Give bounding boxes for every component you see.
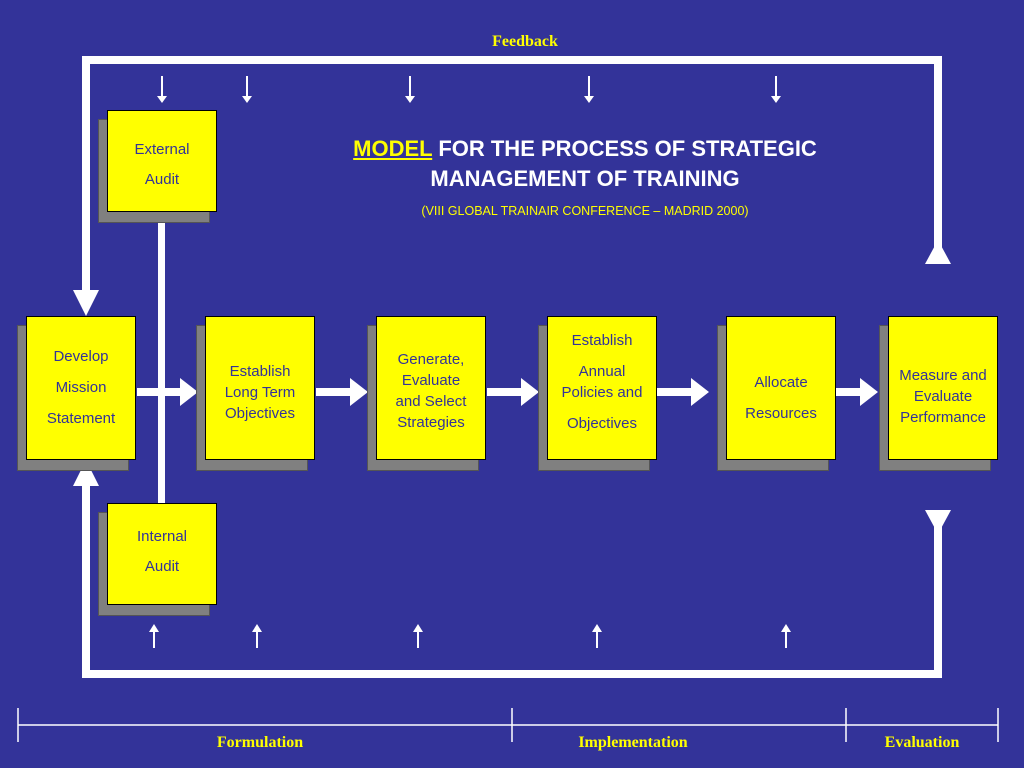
develop-mission-box: Develop Mission Statement xyxy=(26,316,136,460)
small-arrow-up xyxy=(781,624,791,648)
arrow-up-to-mission xyxy=(73,460,99,486)
allocate-resources-box: Allocate Resources xyxy=(726,316,836,460)
title-line2: MANAGEMENT OF TRAINING xyxy=(430,166,740,191)
box-text: Establish xyxy=(571,332,633,349)
phase-evaluation: Evaluation xyxy=(884,734,960,751)
box-text: Statement xyxy=(46,410,116,427)
strategies-box: Generate, Evaluate and Select Strategies xyxy=(376,316,486,460)
flow-arrow xyxy=(657,378,709,406)
arrow-up-from-measure xyxy=(925,240,951,264)
flow-arrow xyxy=(137,378,198,406)
phase-formulation: Formulation xyxy=(216,734,304,751)
title-highlight: MODEL xyxy=(353,136,433,161)
small-arrow-down xyxy=(157,76,167,103)
box-text: Audit xyxy=(144,558,180,575)
title-line1: FOR THE PROCESS OF STRATEGIC xyxy=(432,136,817,161)
small-arrow-up xyxy=(252,624,262,648)
audit-connector xyxy=(158,212,165,508)
box-text: Strategies xyxy=(397,414,465,431)
arrow-down-to-mission xyxy=(73,290,99,316)
feedback-loop-line xyxy=(82,56,942,292)
box-text: Develop xyxy=(53,348,109,365)
small-arrow-up xyxy=(592,624,602,648)
diagram-title: MODEL FOR THE PROCESS OF STRATEGIC MANAG… xyxy=(300,134,870,194)
box-text: Objectives xyxy=(224,405,296,422)
box-text: Allocate xyxy=(754,374,808,391)
annual-policies-box: Establish Annual Policies and Objectives xyxy=(547,316,657,460)
small-arrow-up xyxy=(149,624,159,648)
internal-audit-box: Internal Audit xyxy=(107,503,217,605)
arrow-down-from-measure xyxy=(925,510,951,534)
measure-performance-box: Measure and Evaluate Performance xyxy=(888,316,998,460)
flow-arrow xyxy=(316,378,368,406)
box-text: Long Term xyxy=(224,384,296,401)
box-text: Audit xyxy=(144,171,180,188)
small-arrow-down xyxy=(584,76,594,103)
box-text: Performance xyxy=(900,409,986,426)
box-text: Establish xyxy=(229,363,291,380)
box-text: Evaluate xyxy=(913,388,973,405)
feedback-loop-line-bottom xyxy=(82,484,942,678)
box-text: Measure and xyxy=(899,367,987,384)
external-audit-box: External Audit xyxy=(107,110,217,212)
flow-arrow xyxy=(487,378,539,406)
box-text: Annual xyxy=(578,363,626,380)
phase-implementation: Implementation xyxy=(578,734,688,751)
box-text: Policies and xyxy=(561,384,643,401)
flow-arrow xyxy=(836,378,878,406)
box-text: External xyxy=(134,141,190,158)
small-arrow-up xyxy=(413,624,423,648)
box-text: Evaluate xyxy=(401,372,461,389)
box-text: Objectives xyxy=(566,415,638,432)
feedback-label: Feedback xyxy=(492,33,558,50)
box-text: Internal xyxy=(136,528,188,545)
box-text: Resources xyxy=(745,405,817,422)
small-arrow-down xyxy=(771,76,781,103)
box-text: Mission xyxy=(55,379,107,396)
diagram-subtitle: (VIII GLOBAL TRAINAIR CONFERENCE – MADRI… xyxy=(421,204,749,218)
box-text: and Select xyxy=(395,393,467,410)
long-term-objectives-box: Establish Long Term Objectives xyxy=(205,316,315,460)
phase-timeline xyxy=(17,708,999,742)
small-arrow-down xyxy=(242,76,252,103)
box-text: Generate, xyxy=(397,351,465,368)
small-arrow-down xyxy=(405,76,415,103)
